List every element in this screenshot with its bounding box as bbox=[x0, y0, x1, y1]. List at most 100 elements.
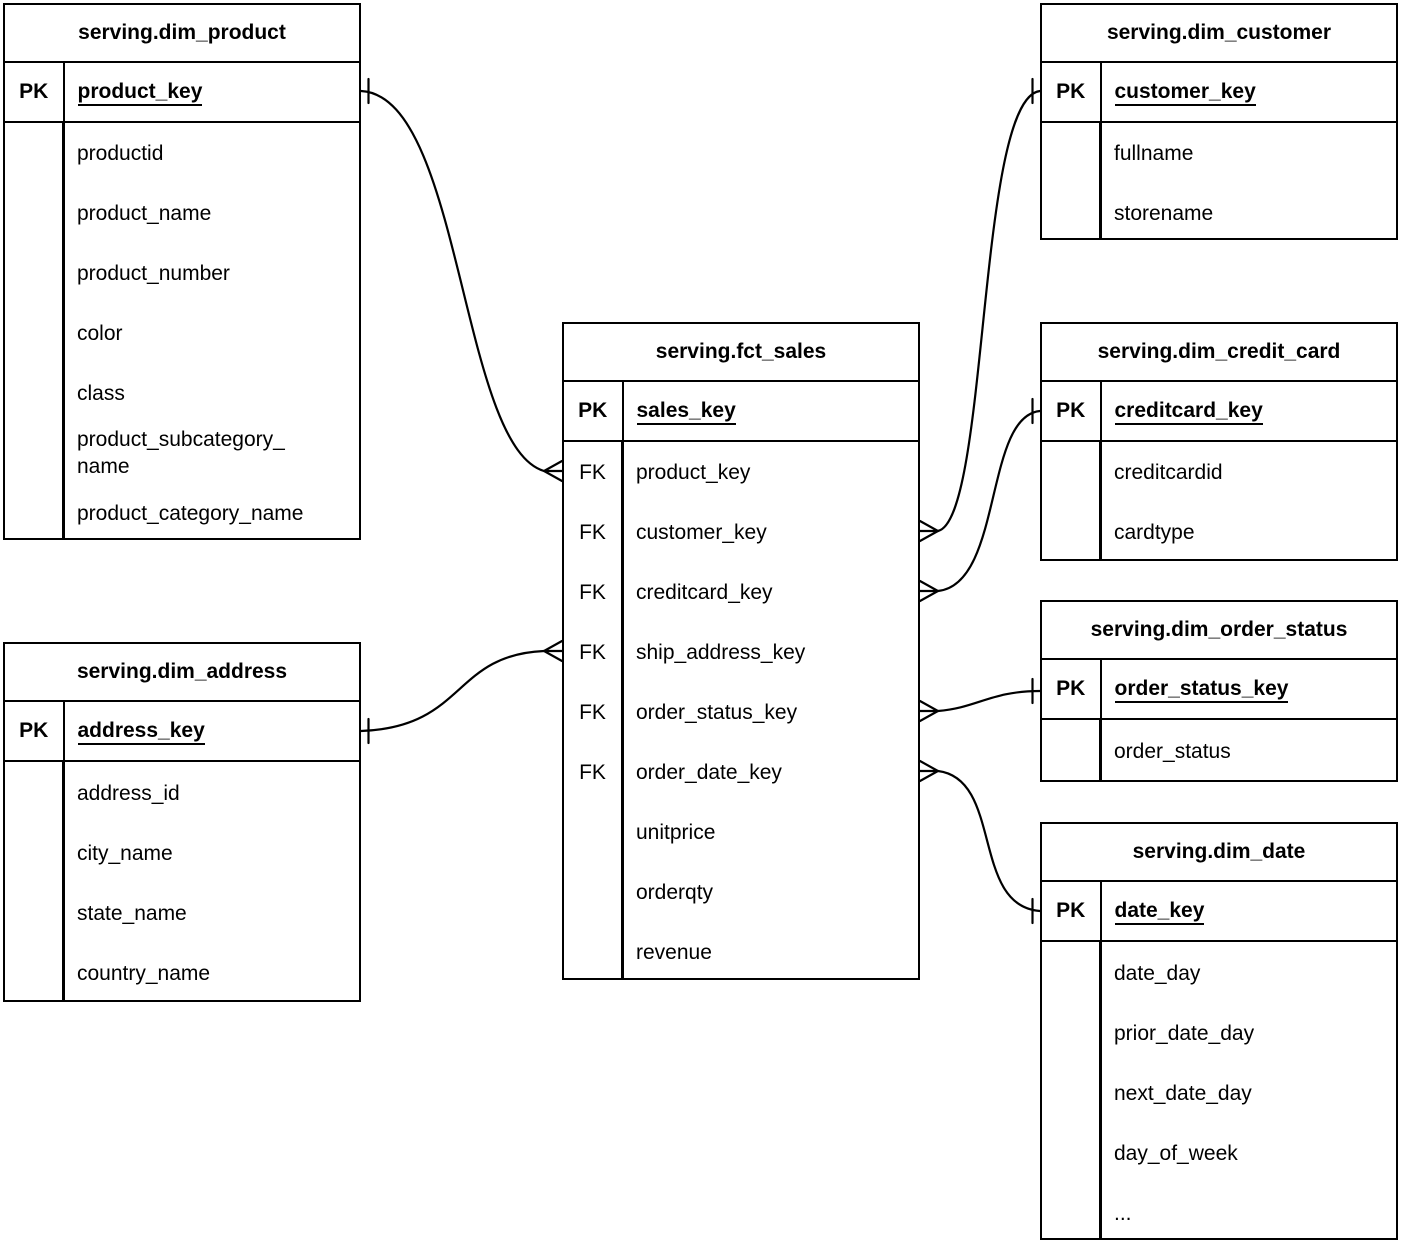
pk-field-cell: sales_key bbox=[624, 382, 919, 440]
relationship-line bbox=[936, 409, 1042, 593]
field-revenue: revenue bbox=[636, 941, 712, 964]
fk-badge: FK bbox=[579, 581, 606, 604]
pk-badge: PK bbox=[1042, 882, 1102, 940]
field-fullname: fullname bbox=[1114, 142, 1194, 165]
entity-fields: creditcardid cardtype bbox=[1042, 442, 1396, 559]
relationship-fct-sales-dim-address bbox=[359, 639, 564, 745]
entity-fields: FK product_key FK customer_key FK credit… bbox=[564, 442, 918, 978]
entity-fields: productid product_name product_number co… bbox=[5, 123, 359, 538]
field-creditcard-key: creditcard_key bbox=[636, 581, 773, 604]
pk-field-cell: order_status_key bbox=[1102, 660, 1397, 718]
pk-field-name: product_key bbox=[77, 80, 203, 106]
relationship-fct-sales-dim-credit-card bbox=[918, 397, 1042, 603]
field-unitprice: unitprice bbox=[636, 821, 716, 844]
field-creditcardid: creditcardid bbox=[1114, 461, 1223, 484]
field-order-status: order_status bbox=[1114, 740, 1231, 763]
field-product-name: product_name bbox=[77, 202, 212, 225]
pk-field-name: sales_key bbox=[636, 399, 736, 425]
entity-fields: fullname storename bbox=[1042, 123, 1396, 238]
entity-title: serving.dim_order_status bbox=[1042, 602, 1396, 660]
pk-badge: PK bbox=[1042, 660, 1102, 718]
entity-fields: order_status bbox=[1042, 720, 1396, 780]
field-class: class bbox=[77, 382, 125, 405]
crow-foot-many-marker bbox=[918, 519, 941, 543]
field-orderqty: orderqty bbox=[636, 881, 714, 904]
field-cardtype: cardtype bbox=[1114, 521, 1195, 544]
field-address-id: address_id bbox=[77, 782, 180, 805]
field-product-subcategory-name: product_subcategory_ name bbox=[77, 428, 285, 478]
fk-badge: FK bbox=[579, 761, 606, 784]
pk-field-name: order_status_key bbox=[1114, 677, 1289, 703]
field-productid: productid bbox=[77, 142, 164, 165]
entity-dim-customer: serving.dim_customer PK customer_key ful… bbox=[1040, 3, 1398, 240]
pk-field-cell: product_key bbox=[65, 63, 360, 121]
pk-field-name: customer_key bbox=[1114, 80, 1256, 106]
pk-field-name: address_key bbox=[77, 719, 205, 745]
entity-title: serving.dim_date bbox=[1042, 824, 1396, 882]
field-state-name: state_name bbox=[77, 902, 187, 925]
relationship-line bbox=[936, 689, 1042, 713]
pk-row: PK order_status_key bbox=[1042, 660, 1396, 720]
entity-title: serving.fct_sales bbox=[564, 324, 918, 382]
fk-badge: FK bbox=[579, 701, 606, 724]
relationship-line bbox=[936, 769, 1042, 913]
entity-fields: date_day prior_date_day next_date_day da… bbox=[1042, 942, 1396, 1238]
relationship-fct-sales-dim-product bbox=[359, 77, 564, 483]
entity-title: serving.dim_address bbox=[5, 644, 359, 702]
fk-badge: FK bbox=[579, 521, 606, 544]
field-prior-date-day: prior_date_day bbox=[1114, 1022, 1255, 1045]
field-date-day: date_day bbox=[1114, 962, 1201, 985]
key-column-divider bbox=[1099, 123, 1102, 238]
relationship-line bbox=[936, 89, 1042, 533]
pk-badge: PK bbox=[5, 63, 65, 121]
field-city-name: city_name bbox=[77, 842, 173, 865]
entity-title: serving.dim_credit_card bbox=[1042, 324, 1396, 382]
key-column-divider bbox=[1099, 442, 1102, 559]
fk-badge: FK bbox=[579, 641, 606, 664]
entity-title: serving.dim_customer bbox=[1042, 5, 1396, 63]
pk-badge: PK bbox=[1042, 382, 1102, 440]
crow-foot-many-marker bbox=[541, 459, 564, 483]
relationship-fct-sales-dim-order-status bbox=[918, 677, 1042, 723]
field-next-date-day: next_date_day bbox=[1114, 1082, 1252, 1105]
pk-badge: PK bbox=[5, 702, 65, 760]
pk-field-cell: date_key bbox=[1102, 882, 1397, 940]
pk-field-cell: address_key bbox=[65, 702, 360, 760]
pk-field-cell: customer_key bbox=[1102, 63, 1397, 121]
field-ship-address-key: ship_address_key bbox=[636, 641, 806, 664]
field-ellipsis: ... bbox=[1114, 1202, 1132, 1225]
relationship-line bbox=[359, 649, 546, 733]
pk-field-name: date_key bbox=[1114, 899, 1205, 925]
field-product-key: product_key bbox=[636, 461, 751, 484]
key-column-divider bbox=[62, 123, 65, 538]
key-column-divider bbox=[1099, 720, 1102, 780]
entity-dim-product: serving.dim_product PK product_key produ… bbox=[3, 3, 361, 540]
pk-row: PK address_key bbox=[5, 702, 359, 762]
key-column-divider bbox=[1099, 942, 1102, 1238]
entity-title: serving.dim_product bbox=[5, 5, 359, 63]
pk-row: PK creditcard_key bbox=[1042, 382, 1396, 442]
field-customer-key: customer_key bbox=[636, 521, 767, 544]
key-column-divider bbox=[62, 762, 65, 1000]
entity-fields: address_id city_name state_name country_… bbox=[5, 762, 359, 1000]
field-color: color bbox=[77, 322, 123, 345]
entity-dim-address: serving.dim_address PK address_key addre… bbox=[3, 642, 361, 1002]
entity-dim-order-status: serving.dim_order_status PK order_status… bbox=[1040, 600, 1398, 782]
relationship-fct-sales-dim-date bbox=[918, 759, 1042, 925]
entity-dim-date: serving.dim_date PK date_key date_day pr… bbox=[1040, 822, 1398, 1240]
field-product-number: product_number bbox=[77, 262, 230, 285]
entity-fct-sales: serving.fct_sales PK sales_key FK produc… bbox=[562, 322, 920, 980]
pk-row: PK sales_key bbox=[564, 382, 918, 442]
key-column-divider bbox=[621, 442, 624, 978]
entity-dim-credit-card: serving.dim_credit_card PK creditcard_ke… bbox=[1040, 322, 1398, 561]
field-storename: storename bbox=[1114, 202, 1214, 225]
pk-badge: PK bbox=[1042, 63, 1102, 121]
fk-badge: FK bbox=[579, 461, 606, 484]
relationship-line bbox=[359, 89, 546, 473]
crow-foot-many-marker bbox=[918, 759, 941, 783]
field-country-name: country_name bbox=[77, 962, 211, 985]
pk-row: PK date_key bbox=[1042, 882, 1396, 942]
pk-badge: PK bbox=[564, 382, 624, 440]
field-product-category-name: product_category_name bbox=[77, 502, 304, 525]
pk-field-cell: creditcard_key bbox=[1102, 382, 1397, 440]
